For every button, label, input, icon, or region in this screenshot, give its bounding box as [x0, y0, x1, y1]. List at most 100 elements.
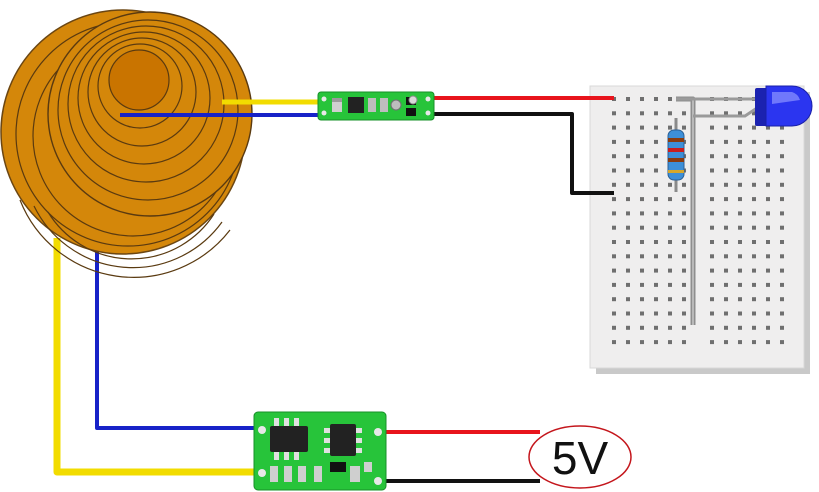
- breadboard-hole: [654, 168, 658, 173]
- breadboard-hole: [752, 225, 756, 230]
- black-wire-receiver: [432, 112, 614, 195]
- breadboard-hole: [654, 111, 658, 116]
- breadboard-hole: [682, 311, 686, 316]
- breadboard-hole: [738, 182, 742, 187]
- breadboard-hole: [724, 111, 728, 116]
- breadboard-hole: [710, 268, 714, 273]
- breadboard-hole: [612, 340, 616, 345]
- supply-label: 5V: [528, 425, 632, 489]
- breadboard-hole: [654, 97, 658, 101]
- breadboard-hole: [654, 240, 658, 244]
- breadboard-hole: [766, 282, 770, 287]
- breadboard-hole: [668, 211, 672, 216]
- breadboard-hole: [682, 111, 686, 116]
- breadboard-hole: [752, 240, 756, 244]
- breadboard-hole: [668, 297, 672, 302]
- breadboard-hole: [738, 197, 742, 202]
- breadboard-hole: [612, 297, 616, 302]
- breadboard-hole: [612, 197, 616, 202]
- breadboard-hole: [724, 311, 728, 316]
- breadboard-hole: [780, 225, 784, 230]
- breadboard-body: [589, 85, 805, 369]
- breadboard-hole: [766, 225, 770, 230]
- breadboard-hole: [640, 182, 644, 187]
- breadboard-hole: [766, 139, 770, 144]
- breadboard-hole: [612, 225, 616, 230]
- breadboard-hole: [780, 197, 784, 202]
- breadboard-hole: [640, 282, 644, 287]
- breadboard-hole: [724, 225, 728, 230]
- breadboard-hole: [654, 197, 658, 202]
- breadboard-hole: [640, 340, 644, 345]
- breadboard-hole: [766, 297, 770, 302]
- breadboard-hole: [724, 325, 728, 330]
- breadboard-hole: [780, 125, 784, 130]
- breadboard-hole: [710, 311, 714, 316]
- breadboard-hole: [780, 154, 784, 159]
- breadboard-hole: [710, 297, 714, 302]
- breadboard-hole: [626, 340, 630, 345]
- breadboard-hole: [766, 240, 770, 244]
- breadboard-hole: [612, 168, 616, 173]
- breadboard-hole: [738, 282, 742, 287]
- breadboard-hole: [780, 211, 784, 216]
- led-icon: [755, 85, 813, 127]
- breadboard-hole: [724, 282, 728, 287]
- breadboard-hole: [640, 225, 644, 230]
- breadboard-hole: [654, 182, 658, 187]
- breadboard-hole: [668, 268, 672, 273]
- breadboard-hole: [626, 182, 630, 187]
- breadboard-hole: [766, 125, 770, 130]
- breadboard-hole: [752, 211, 756, 216]
- breadboard-hole: [612, 154, 616, 159]
- breadboard-hole: [668, 325, 672, 330]
- breadboard-hole: [626, 197, 630, 202]
- breadboard-hole: [682, 340, 686, 345]
- breadboard-hole: [612, 139, 616, 144]
- breadboard-hole: [752, 268, 756, 273]
- breadboard-hole: [766, 168, 770, 173]
- breadboard-hole: [612, 325, 616, 330]
- breadboard-hole: [612, 254, 616, 259]
- breadboard-hole: [780, 311, 784, 316]
- breadboard-hole: [738, 254, 742, 259]
- breadboard-hole: [626, 97, 630, 101]
- breadboard-hole: [780, 282, 784, 287]
- breadboard-hole: [654, 282, 658, 287]
- breadboard-hole: [626, 268, 630, 273]
- breadboard-hole: [710, 182, 714, 187]
- breadboard-hole: [626, 211, 630, 216]
- breadboard-hole: [766, 268, 770, 273]
- breadboard-hole: [738, 325, 742, 330]
- breadboard-hole: [738, 125, 742, 130]
- breadboard-hole: [612, 311, 616, 316]
- breadboard-hole: [780, 325, 784, 330]
- breadboard-hole: [668, 125, 672, 130]
- breadboard-hole: [766, 340, 770, 345]
- breadboard-hole: [724, 240, 728, 244]
- breadboard-hole: [710, 240, 714, 244]
- breadboard-hole: [724, 268, 728, 273]
- breadboard-hole: [724, 197, 728, 202]
- breadboard-hole: [626, 311, 630, 316]
- breadboard-hole: [626, 125, 630, 130]
- breadboard-hole: [640, 139, 644, 144]
- breadboard-hole: [780, 240, 784, 244]
- breadboard-hole: [710, 211, 714, 216]
- breadboard-hole: [654, 297, 658, 302]
- breadboard-hole: [626, 282, 630, 287]
- breadboard-hole: [738, 340, 742, 345]
- breadboard-hole: [724, 340, 728, 345]
- breadboard-hole: [626, 225, 630, 230]
- breadboard-hole: [626, 168, 630, 173]
- breadboard-hole: [668, 254, 672, 259]
- blue-wire-transmitter: [95, 168, 262, 430]
- breadboard-hole: [682, 225, 686, 230]
- breadboard-hole: [612, 211, 616, 216]
- breadboard-hole: [612, 125, 616, 130]
- breadboard-hole: [738, 311, 742, 316]
- breadboard-hole: [738, 268, 742, 273]
- breadboard: [589, 85, 810, 374]
- breadboard-hole: [752, 297, 756, 302]
